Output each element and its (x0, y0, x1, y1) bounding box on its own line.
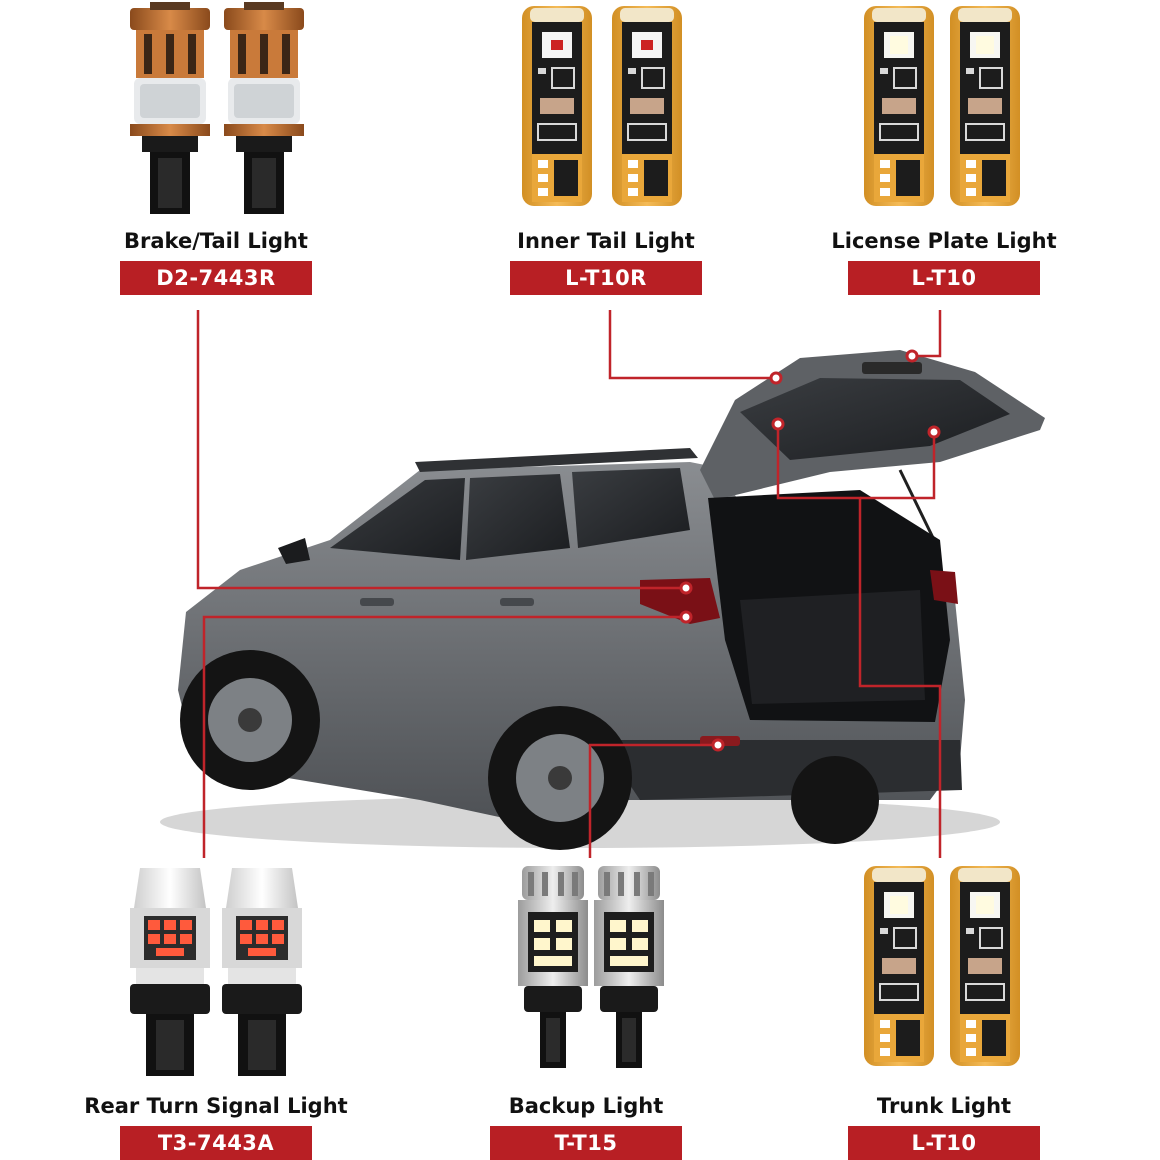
connector-lines (196, 310, 942, 858)
bulb-pair-backup (518, 866, 664, 1068)
canbus-bulb-icon (130, 868, 210, 1076)
t10-led-bulb-icon (521, 5, 593, 207)
light-code: L-T10 (911, 266, 976, 290)
connector-backup (588, 743, 718, 858)
light-name: Backup Light (509, 1094, 664, 1118)
light-name: Rear Turn Signal Light (84, 1094, 347, 1118)
t10-led-bulb-icon (611, 5, 683, 207)
light-code: T3-7443A (158, 1131, 275, 1155)
code-badge (510, 261, 702, 295)
light-label-brake-tail: Brake/Tail Light D2-7443R (120, 229, 312, 295)
light-label-rear-turn: Rear Turn Signal Light T3-7443A (84, 1094, 348, 1160)
code-badge (490, 1126, 682, 1160)
connector-dots (679, 349, 941, 752)
bulb-pair-inner-tail (521, 5, 683, 207)
light-label-inner-tail: Inner Tail Light L-T10R (510, 229, 702, 295)
connector-trunk-branch (860, 432, 936, 500)
connector-brake-tail (196, 310, 686, 590)
t10-led-bulb-icon (863, 865, 935, 1067)
bulb-pair-rear-turn (130, 868, 302, 1076)
wedge-bulb-icon (224, 2, 304, 214)
light-name: Brake/Tail Light (124, 229, 308, 253)
light-code: D2-7443R (156, 266, 275, 290)
connector-license-plate (912, 310, 942, 358)
t10-led-bulb-icon (863, 5, 935, 207)
code-badge (120, 261, 312, 295)
bulb-pair-brake-tail (130, 2, 304, 214)
suv-rear-view-icon (160, 350, 1045, 850)
t15-led-bulb-icon (518, 866, 588, 1068)
bulb-pair-license-plate (863, 5, 1021, 207)
bulb-pair-trunk (863, 865, 1021, 1067)
t10-led-bulb-icon (949, 5, 1021, 207)
code-badge (848, 261, 1040, 295)
code-badge (848, 1126, 1040, 1160)
light-code: T-T15 (555, 1131, 618, 1155)
light-label-trunk: Trunk Light L-T10 (848, 1094, 1040, 1160)
light-name: Inner Tail Light (517, 229, 695, 253)
code-badge (120, 1126, 312, 1160)
light-label-backup: Backup Light T-T15 (490, 1094, 682, 1160)
wedge-bulb-icon (130, 2, 210, 214)
light-code: L-T10R (565, 266, 647, 290)
light-name: Trunk Light (877, 1094, 1011, 1118)
t15-led-bulb-icon (594, 866, 664, 1068)
canbus-bulb-icon (222, 868, 302, 1076)
t10-led-bulb-icon (949, 865, 1021, 1067)
light-label-license-plate: License Plate Light L-T10 (831, 229, 1057, 295)
light-name: License Plate Light (831, 229, 1056, 253)
connector-trunk (776, 424, 942, 858)
connector-inner-tail (608, 310, 776, 380)
connector-rear-turn (202, 615, 686, 858)
light-code: L-T10 (911, 1131, 976, 1155)
